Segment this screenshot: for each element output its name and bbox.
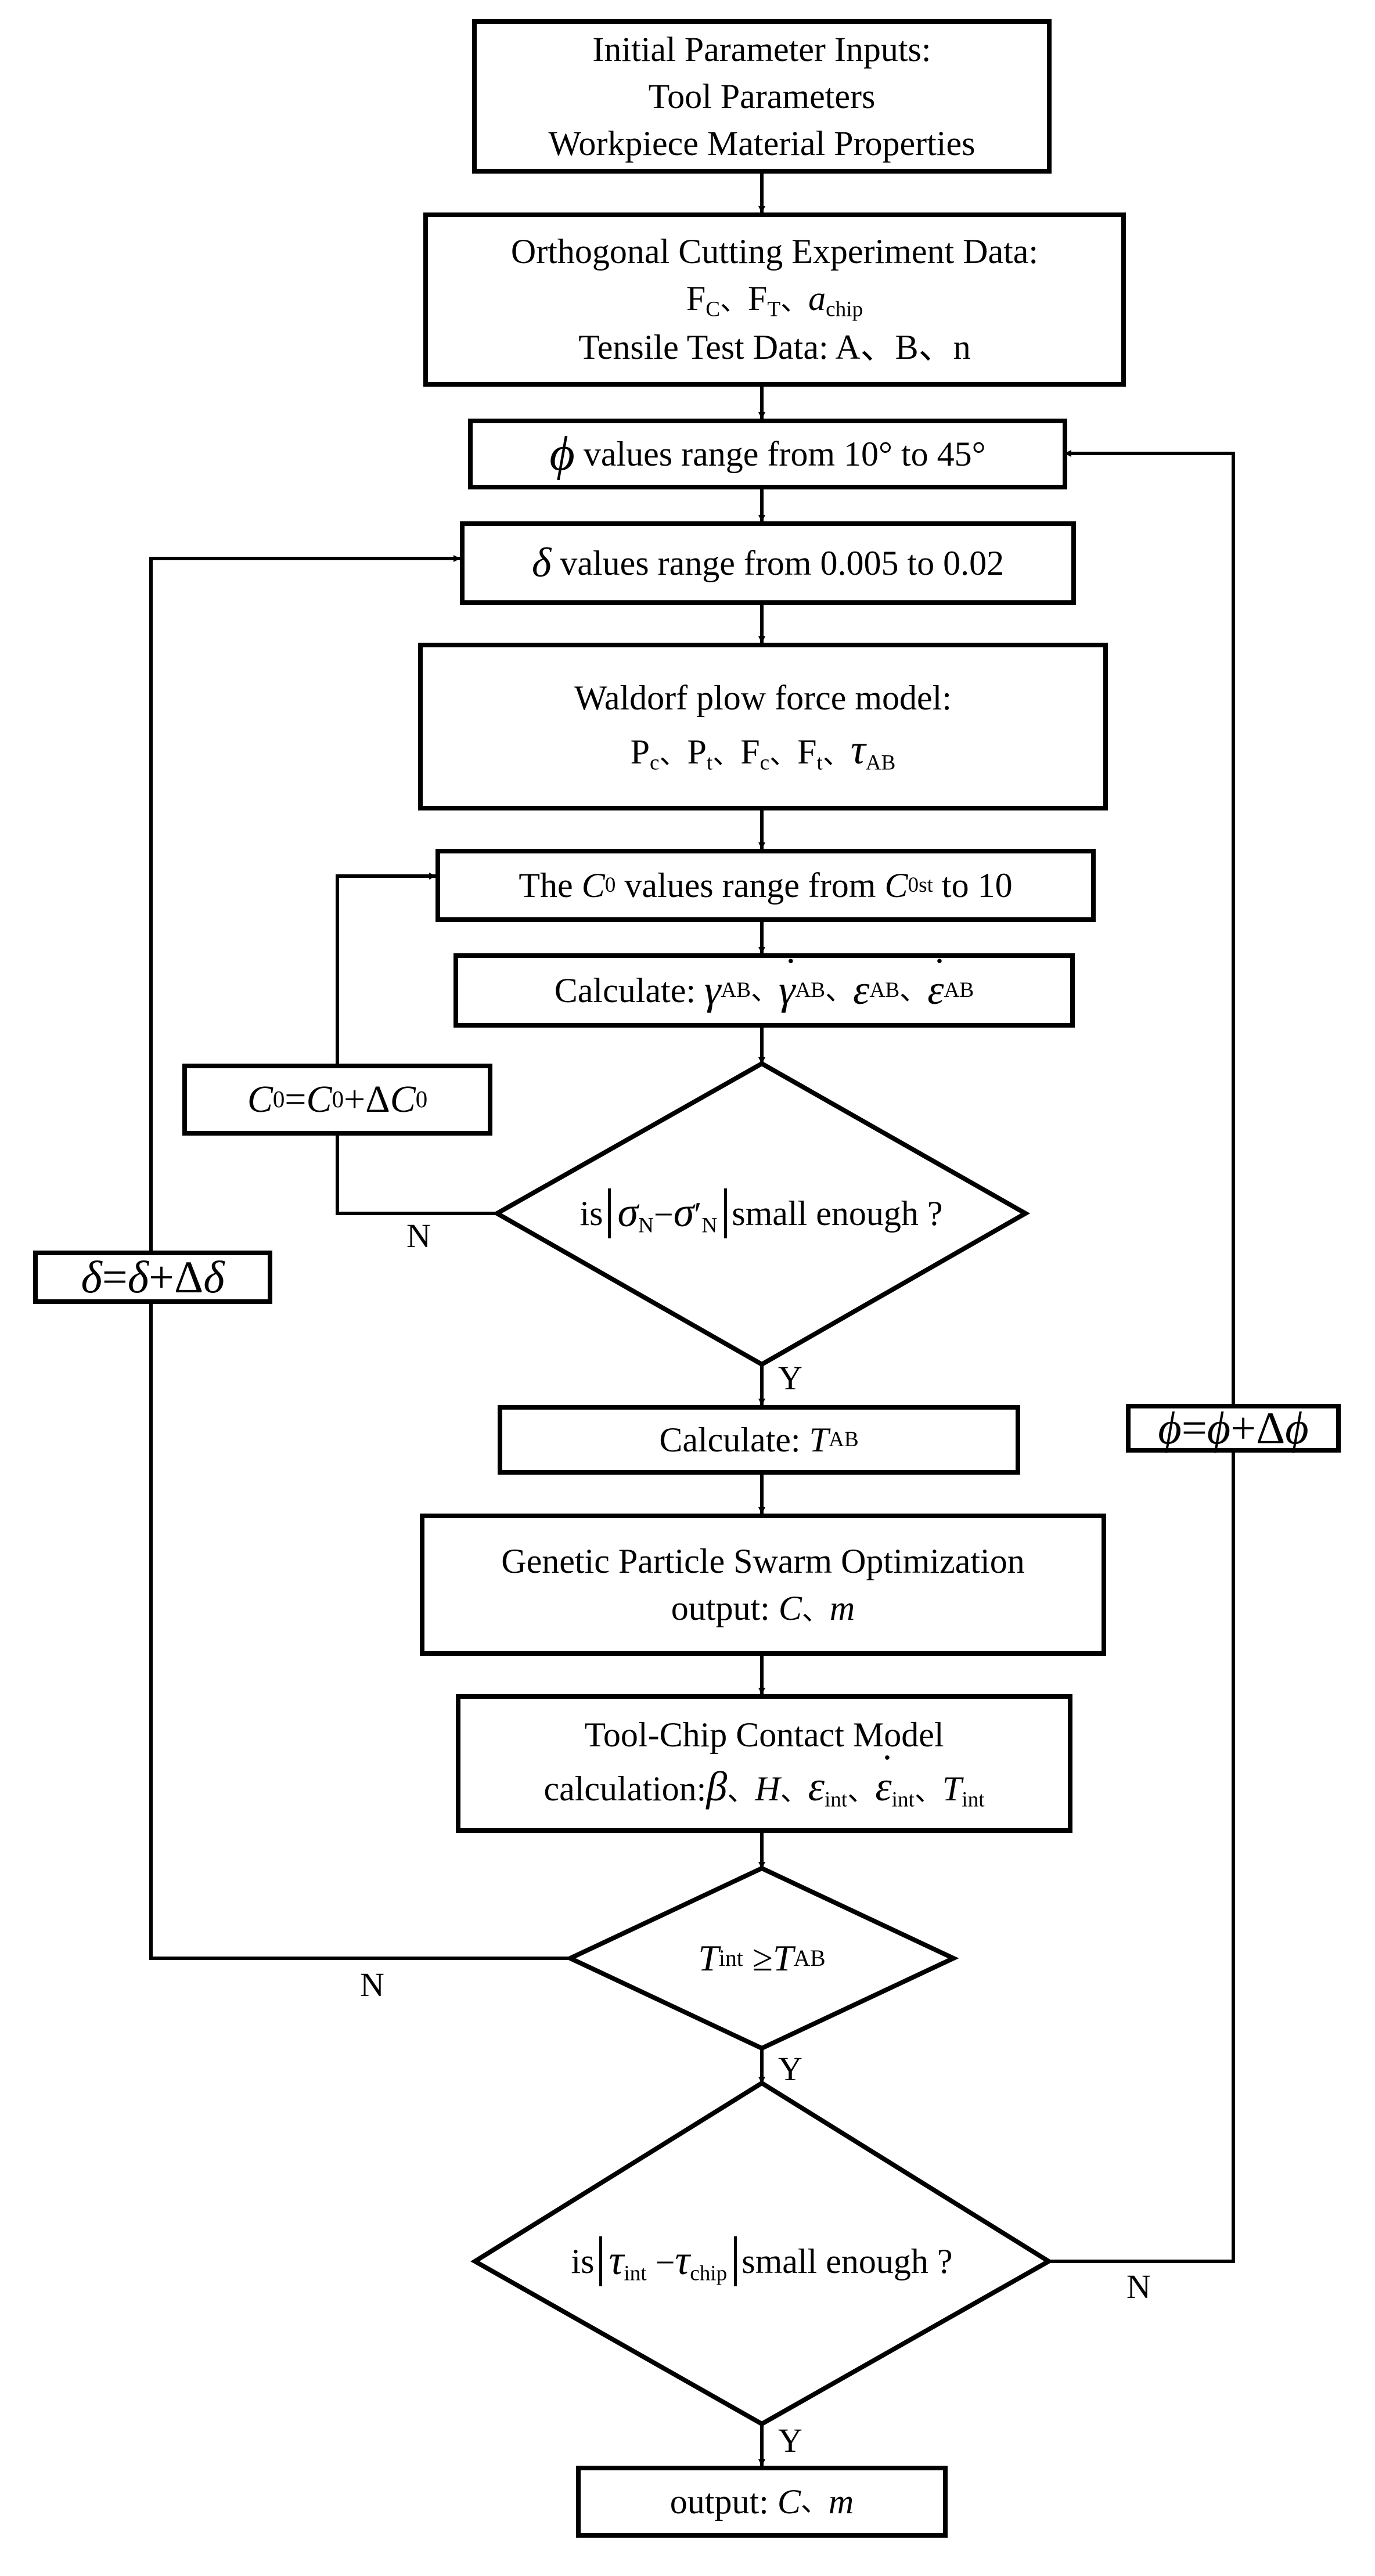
decision-diamond-temperature: [564, 1865, 959, 2051]
loop-phi-down: [1049, 1453, 1235, 2263]
delta-range-text: values range from 0.005 to 0.02: [560, 543, 1005, 582]
phi-range-box: ϕ values range from 10° to 45°: [468, 419, 1067, 489]
c0-range-prefix: The: [519, 866, 573, 905]
loop-c0-up: [336, 873, 436, 1064]
calc-strain-prefix: Calculate:: [554, 971, 696, 1010]
orthogonal-data-title: Orthogonal Cutting Experiment Data:: [510, 232, 1039, 271]
tensile-test-text: Tensile Test Data: A、B、n: [578, 328, 971, 367]
gpso-title: Genetic Particle Swarm Optimization: [501, 1541, 1025, 1580]
gpso-output: output: C、m: [671, 1588, 855, 1627]
calc-strain-box: Calculate: γAB、γAB、εAB、εAB: [453, 945, 1075, 1028]
label-no-3: N: [1126, 2268, 1151, 2305]
output-prefix: output:: [669, 2482, 769, 2521]
tool-chip-outputs: calculation:β、H、εint、εint、Tint: [543, 1741, 984, 1815]
workpiece-properties-text: Workpiece Material Properties: [548, 124, 976, 163]
phi-symbol: ϕ: [549, 427, 575, 481]
loop-delta-down: [149, 1304, 570, 1960]
decision-diamond-tau: [470, 2080, 1053, 2427]
delta-range-box: δ values range from 0.005 to 0.02: [460, 521, 1076, 605]
label-no-1: N: [406, 1217, 431, 1255]
loop-delta-up: [149, 555, 460, 1251]
waldorf-model-box: Waldorf plow force model: Pc、Pt、Fc、Ft、τA…: [418, 643, 1108, 810]
delta-symbol: δ: [531, 539, 552, 586]
c0-range-middle: values range from: [624, 866, 876, 905]
tool-chip-box: Tool-Chip Contact Model calculation:β、H、…: [456, 1694, 1072, 1833]
label-yes-2: Y: [778, 2050, 802, 2088]
label-yes-1: Y: [778, 1359, 802, 1397]
initial-inputs-title: Initial Parameter Inputs:: [592, 30, 931, 69]
calc-temperature-prefix: Calculate:: [659, 1420, 801, 1459]
initial-inputs-box: Initial Parameter Inputs: Tool Parameter…: [472, 19, 1052, 174]
c0st-symbol: C: [884, 866, 908, 905]
c0-range-suffix: to 10: [941, 866, 1013, 905]
orthogonal-data-box: Orthogonal Cutting Experiment Data: FC、F…: [423, 212, 1126, 387]
waldorf-model-outputs: Pc、Pt、Fc、Ft、τAB: [630, 726, 896, 775]
waldorf-model-title: Waldorf plow force model:: [574, 679, 952, 718]
label-no-2: N: [360, 1966, 384, 2004]
phi-range-text: values range from 10° to 45°: [583, 434, 986, 473]
tool-parameters-text: Tool Parameters: [648, 77, 876, 116]
orthogonal-force-variables: FC、FT、achip: [686, 279, 863, 322]
label-yes-3: Y: [778, 2422, 802, 2459]
output-box: output: C、m: [576, 2466, 948, 2538]
loop-phi-up: [1064, 450, 1235, 1404]
decision-diamond-sigma: [492, 1061, 1031, 1367]
c0-symbol: C: [581, 866, 605, 905]
gpso-box: Genetic Particle Swarm Optimization outp…: [420, 1514, 1106, 1656]
